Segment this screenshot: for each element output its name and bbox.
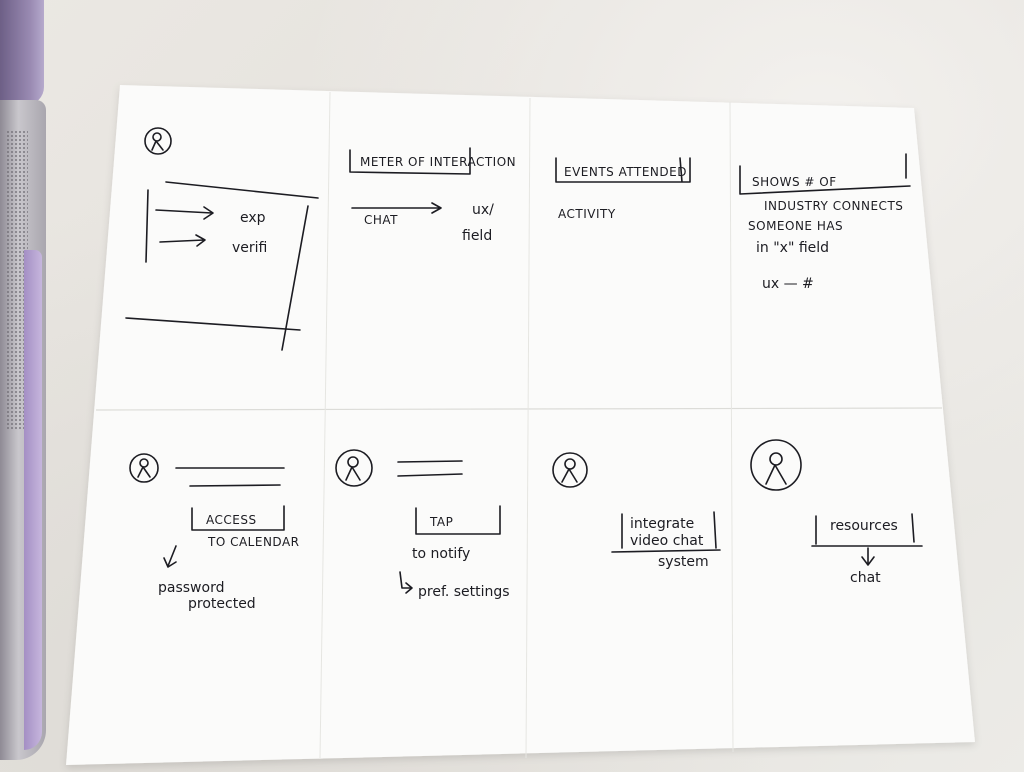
paper-sheet — [66, 85, 975, 765]
connections-box — [739, 153, 911, 195]
calendar-box — [191, 505, 285, 531]
notify-line: to notify — [412, 546, 470, 562]
video-box-line2: video chat — [630, 533, 704, 549]
meter-arrow-from: CHAT — [364, 213, 398, 227]
meter-arrow — [351, 202, 442, 214]
connections-line-2: SOMEONE HAS — [748, 219, 843, 233]
meter-box-label: METER OF INTERACTION — [360, 155, 516, 169]
events-box-label: EVENTS ATTENDED — [564, 165, 687, 179]
video-line: system — [658, 554, 709, 570]
calendar-note-line1: password — [158, 580, 224, 596]
meter-arrow-to-line1: ux/ — [472, 202, 494, 218]
notify-box — [415, 505, 501, 535]
user-circle-icon — [144, 127, 172, 155]
user-circle-icon — [335, 449, 373, 487]
user-circle-icon — [750, 439, 802, 491]
notify-note: pref. settings — [418, 584, 510, 600]
calendar-note-line2: protected — [188, 596, 256, 612]
connections-box-label: SHOWS # OF — [752, 175, 837, 189]
connections-line-4: ux — # — [762, 276, 814, 292]
calendar-header-lines — [175, 467, 285, 487]
user-circle-icon — [552, 452, 588, 488]
paper-fold-horizontal — [95, 407, 943, 411]
connections-line-3: in "x" field — [756, 240, 829, 256]
laptop-trim — [24, 250, 42, 750]
events-sub: ACTIVITY — [558, 207, 616, 221]
events-box — [555, 157, 691, 183]
meter-box — [349, 147, 471, 175]
laptop-lid — [0, 0, 44, 105]
paper-fold-vertical-2 — [525, 97, 531, 759]
resources-down-arrow — [861, 547, 875, 566]
paper-fold-vertical-1 — [319, 91, 331, 759]
notify-arrow — [399, 571, 413, 594]
resources-box — [811, 513, 923, 547]
resources-box-label: resources — [830, 518, 898, 534]
profile-frame — [125, 181, 319, 351]
calendar-box-label: ACCESS — [206, 513, 257, 527]
meter-arrow-to-line2: field — [462, 228, 492, 244]
user-circle-icon — [129, 453, 159, 483]
notify-box-label: TAP — [429, 515, 453, 529]
profile-line-verifi: verifi — [232, 240, 267, 256]
notify-header-lines — [397, 460, 463, 477]
resources-line: chat — [850, 570, 881, 586]
video-box — [611, 511, 721, 553]
profile-line-exp: exp — [240, 210, 266, 226]
paper-fold-vertical-3 — [729, 101, 734, 753]
connections-line-1: INDUSTRY CONNECTS — [764, 199, 903, 213]
laptop-edge — [0, 0, 48, 772]
calendar-down-arrow — [163, 545, 177, 568]
calendar-line: TO CALENDAR — [207, 535, 300, 549]
laptop-speaker-grille — [6, 130, 28, 430]
video-box-line1: integrate — [630, 516, 694, 532]
